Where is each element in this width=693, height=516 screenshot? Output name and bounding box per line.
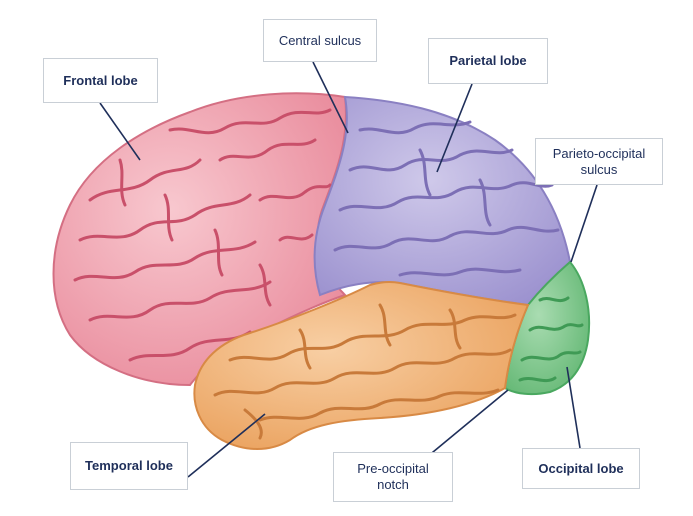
central-sulcus-text: Central sulcus [278,32,362,48]
temporal-lobe-label: Temporal lobe [70,442,188,490]
leader-occipital-lobe [566,366,581,449]
pre-occipital-text-line2: notch [377,477,409,492]
occipital-lobe-label: Occipital lobe [522,448,640,489]
pre-occipital-text-line1: Pre-occipital [357,461,429,476]
central-sulcus-label: Central sulcus [263,19,377,62]
parietal-lobe-region [313,95,572,307]
frontal-lobe-text: Frontal lobe [63,72,138,88]
frontal-lobe-region [52,92,347,387]
parieto-occipital-sulcus-label: Parieto-occipital sulcus [535,138,663,185]
parietal-lobe-label: Parietal lobe [428,38,548,84]
leader-parietal-lobe [436,83,473,173]
temporal-lobe-text: Temporal lobe [85,458,173,473]
parietal-lobe-text: Parietal lobe [449,53,527,68]
temporal-lobe-region [193,280,530,450]
leader-pre-occipital-notch [426,389,509,458]
parieto-occipital-text-line2: sulcus [580,161,618,177]
occipital-lobe-region [503,260,591,396]
occipital-lobe-text: Occipital lobe [538,460,624,476]
frontal-lobe-label: Frontal lobe [43,58,158,103]
parieto-occipital-text-line1: Parieto-occipital [552,145,646,161]
leader-frontal-lobe [99,102,141,161]
leader-temporal-lobe [187,413,266,478]
pre-occipital-notch-label: Pre-occipital notch [333,452,453,502]
leader-parieto-occipital-sulcus [570,184,598,263]
leader-central-sulcus [312,61,349,134]
